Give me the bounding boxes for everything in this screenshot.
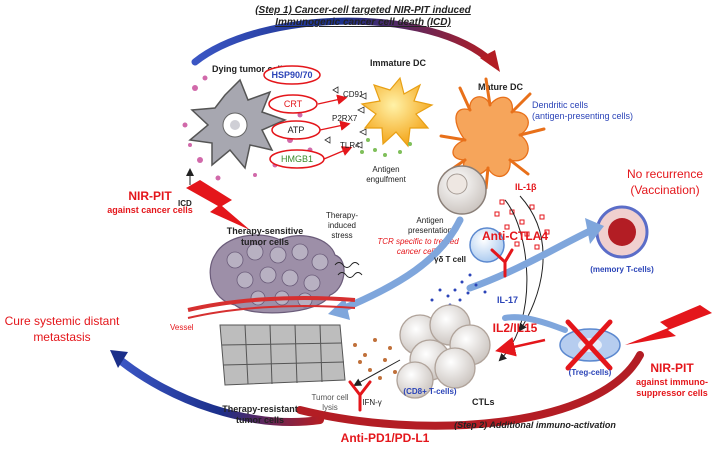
gd-tcell-label: γδ T cell (434, 255, 466, 264)
lightning-bolt-left (186, 180, 250, 230)
anti-ctla4-antibody (490, 248, 514, 278)
cd91-label: CD91 (343, 90, 364, 99)
blue-arrowhead-down-left (328, 298, 350, 320)
vessel-lower (187, 305, 356, 319)
step1-cycle-arrowhead (480, 50, 500, 72)
therapy-resistant-line2: tumor cells (236, 415, 284, 425)
receptor-markers (324, 86, 367, 149)
lightning-bolt-right (625, 305, 712, 345)
dying-tumor-cell (188, 78, 288, 170)
il2-il15-arrow (495, 336, 546, 357)
treg-cross (565, 319, 613, 371)
immature-dc-label: Immature DC (370, 58, 427, 68)
hmgb1-arrow (323, 146, 353, 160)
therapy-sensitive-line1: Therapy-sensitive (227, 226, 304, 236)
dying-tumor-cell-label: Dying tumor cell (212, 64, 283, 74)
crt-arrow (317, 94, 348, 105)
step1-title-line2: Immunogenic cancer cell death (ICD) (275, 17, 451, 28)
ifn-particles (353, 338, 397, 380)
nirpit-immuno-line1: NIR-PIT (650, 361, 694, 375)
nirpit-immuno-line2: against immuno- (636, 377, 708, 387)
cure-arrow (116, 356, 324, 426)
no-recurrence-line1: No recurrence (627, 167, 703, 181)
hsp-oval (263, 65, 321, 85)
antigen-presentation-line2: presentation (408, 226, 452, 235)
cure-arrowhead (110, 350, 128, 368)
mature-dc-label: Mature DC (478, 82, 524, 92)
therapy-resistant-block (219, 324, 346, 386)
blue-arrow-down-left (336, 216, 464, 314)
no-recurrence-line2: (Vaccination) (630, 183, 699, 197)
antigen-engulfment-line2: engulfment (366, 175, 406, 184)
therapy-induced-line3: stress (331, 231, 352, 240)
icd-label: ICD (178, 199, 192, 208)
antigen-presentation-line1: Antigen (416, 216, 443, 225)
cure-line1: Cure systemic distant (5, 314, 120, 328)
tcr-specific-line1: TCR specific to treated (377, 237, 459, 246)
memory-tcells-label: (memory T-cells) (590, 265, 654, 274)
il17-label: IL-17 (497, 295, 518, 305)
ctls-label: CTLs (472, 397, 495, 407)
hmgb1-label: HMGB1 (281, 154, 313, 164)
therapy-resistant-line1: Therapy-resistant (222, 404, 298, 414)
step2-cycle-arrow (296, 351, 644, 430)
blue-arrowhead-memory (585, 218, 604, 244)
ctl-lysis-arrow (353, 359, 401, 386)
antigen-engulfment-line1: Antigen (372, 165, 399, 174)
memory-t-cell (595, 205, 649, 259)
immature-dc (360, 76, 434, 148)
step1-title-line1: (Step 1) Cancer-cell targeted NIR-PIT in… (255, 5, 471, 16)
cure-line2: metastasis (33, 330, 90, 344)
dendritic-cells-line1: Dendritic cells (532, 100, 589, 110)
il2-il15-label: IL2/IL15 (493, 321, 538, 335)
hsp-label: HSP90/70 (271, 70, 312, 80)
tumor-lysis-line1: Tumor cell (311, 393, 348, 402)
therapy-induced-line2: induced (328, 221, 356, 230)
atp-arrow (319, 120, 351, 131)
dendritic-cells-line2: (antigen-presenting cells) (532, 111, 633, 121)
atp-label: ATP (288, 125, 305, 135)
therapy-induced-line1: Therapy- (326, 211, 358, 220)
tcr-specific-line2: cancer cells (397, 247, 439, 256)
antigen-dots (360, 138, 412, 157)
cd8-tcells-label: (CD8+ T-cells) (403, 387, 456, 396)
therapy-sensitive-cluster (209, 234, 345, 314)
therapy-sensitive-line2: tumor cells (241, 237, 289, 247)
ctl-cluster (396, 304, 491, 399)
nirpit-immuno-line3: suppressor cells (636, 388, 708, 398)
vessel (187, 296, 356, 312)
tumor-lysis-line2: lysis (322, 403, 338, 412)
blue-arrow-treg (502, 314, 568, 333)
blue-arrow-to-memory (466, 226, 596, 292)
stress-squiggle (334, 262, 363, 278)
ifn-gamma-label: IFN-γ (362, 398, 382, 407)
step1-cycle-arrow (191, 17, 496, 66)
crt-oval (268, 94, 318, 114)
nirpit-cancer-line2: against cancer cells (107, 205, 193, 215)
anti-ctla4-label: Anti-CTLA4 (482, 229, 548, 243)
il1b-particles (494, 199, 550, 250)
il17-particles (430, 273, 487, 307)
anti-pd1-antibody (348, 380, 372, 412)
vessel-label: Vessel (170, 323, 194, 332)
tlr4-label: TLR4 (340, 141, 360, 150)
anti-pd1-label: Anti-PD1/PD-L1 (341, 431, 430, 445)
il1b-label: IL-1β (515, 182, 537, 192)
nirpit-cancer-line1: NIR-PIT (128, 189, 172, 203)
p2rx7-label: P2RX7 (332, 114, 358, 123)
treg-label: (Treg-cells) (569, 368, 612, 377)
crt-label: CRT (284, 99, 303, 109)
step2-title: (Step 2) Additional immuno-activation (454, 420, 616, 430)
apc-nucleus (446, 173, 468, 195)
